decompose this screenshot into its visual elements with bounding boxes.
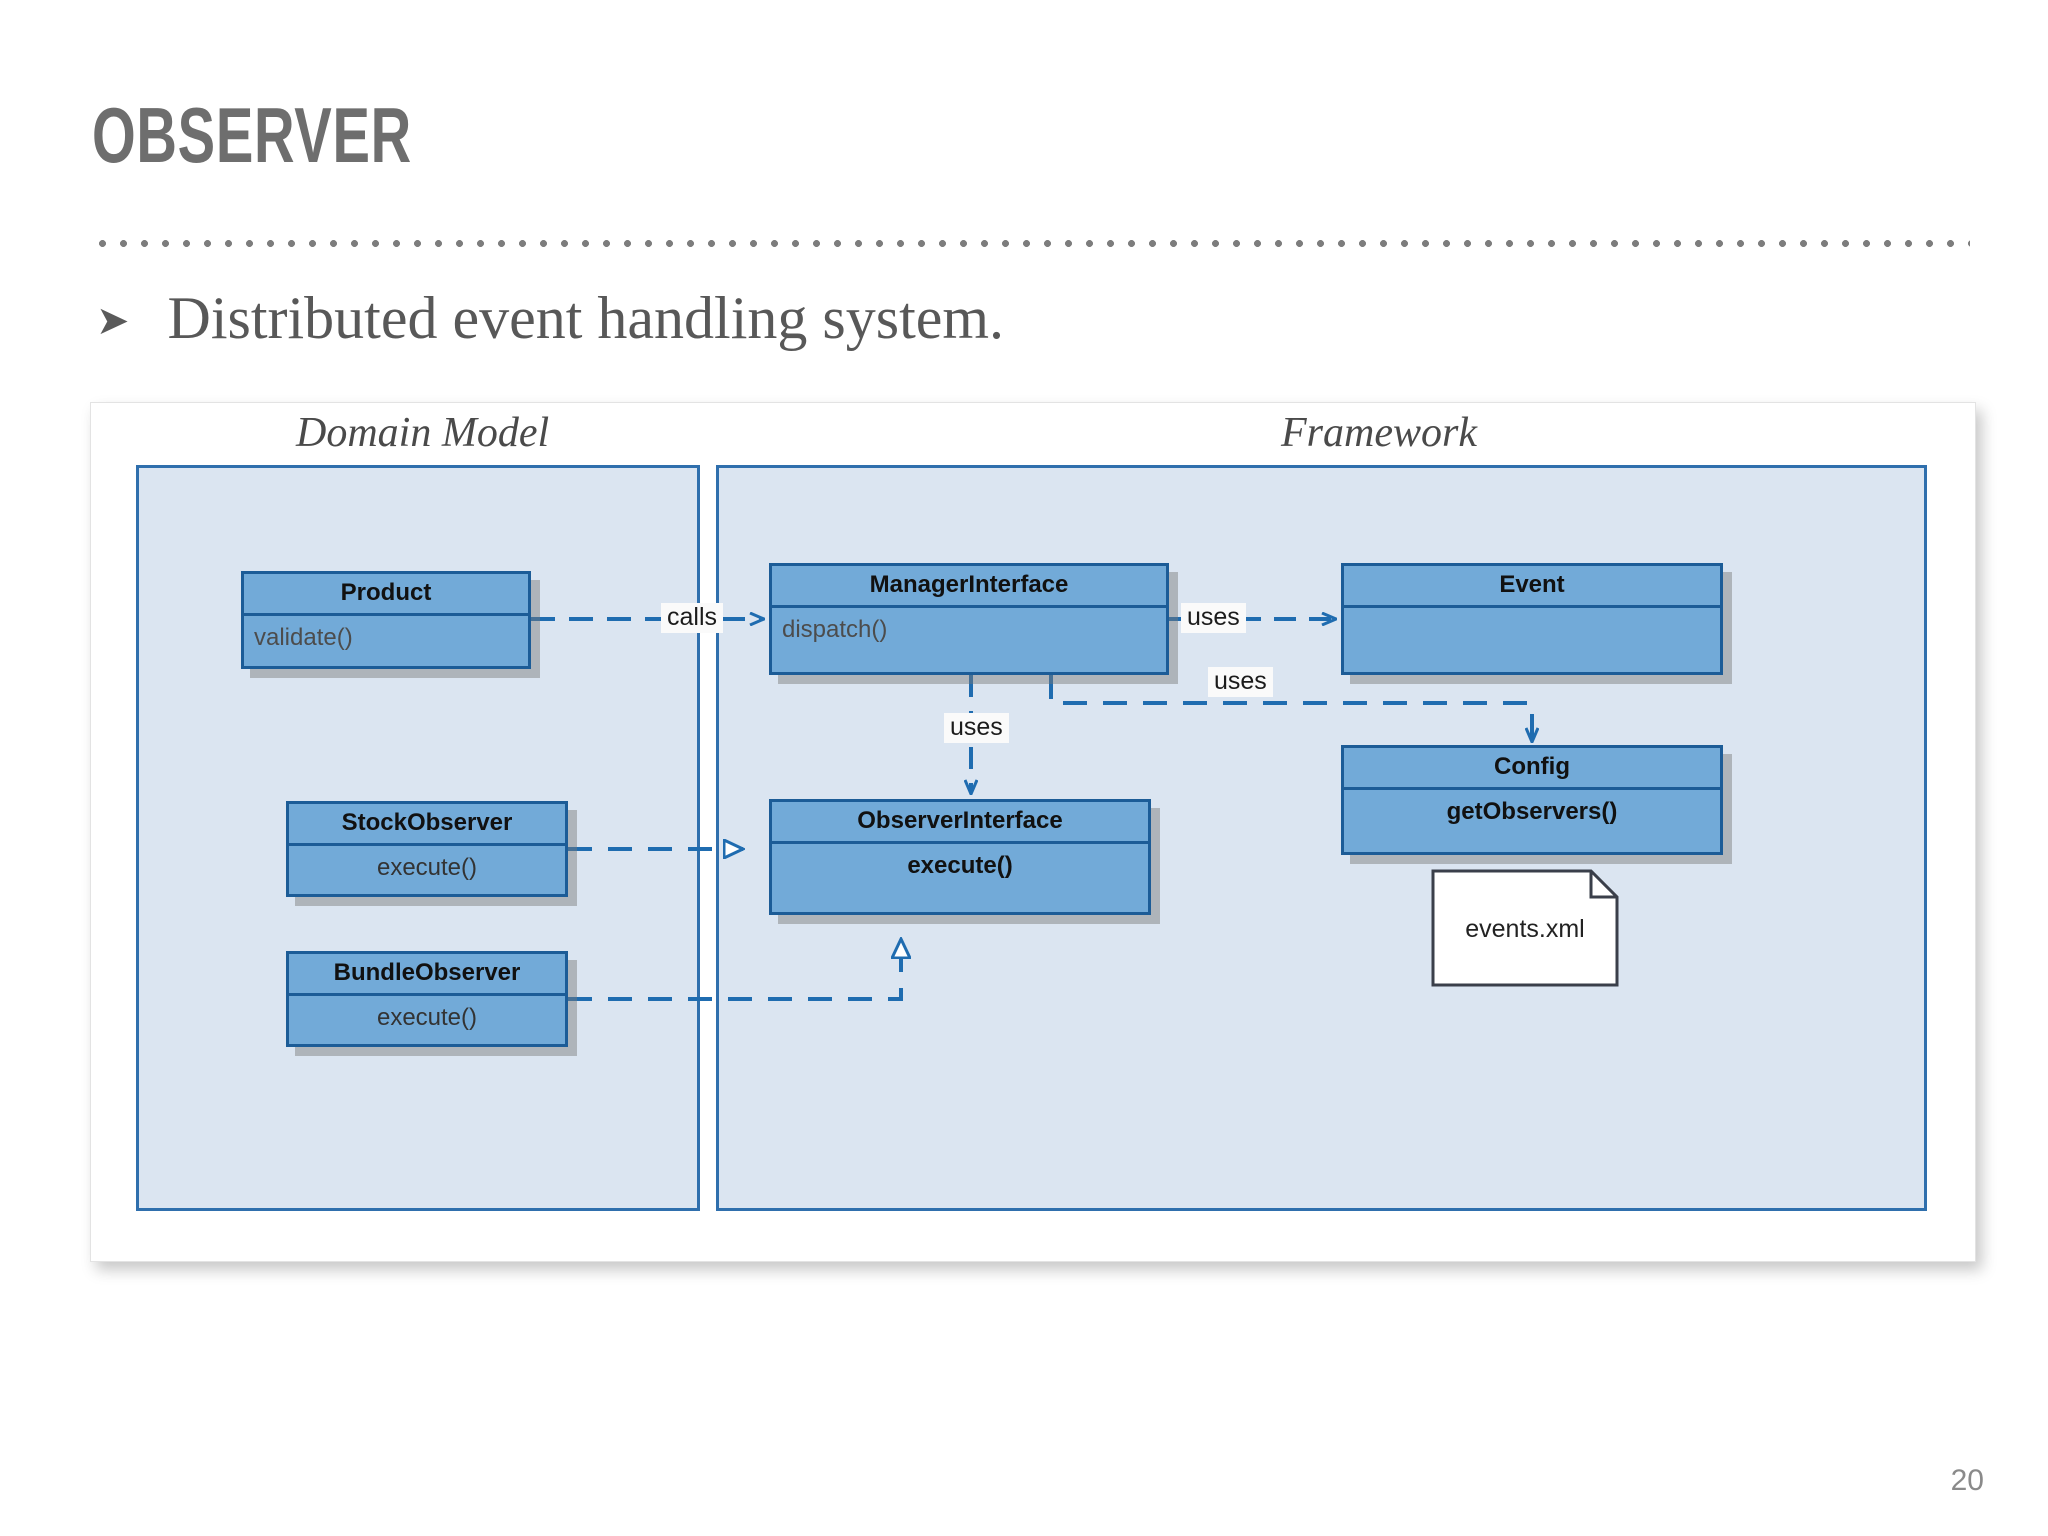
bullet-list-item: ➤ Distributed event handling system. — [96, 288, 1004, 348]
uml-class-product[interactable]: Product validate() — [241, 571, 531, 669]
uml-class-operations: execute() — [289, 996, 565, 1032]
uml-operation: execute() — [907, 852, 1013, 879]
edge-label-uses-observerinterface: uses — [944, 713, 1009, 743]
package-label-domain-model: Domain Model — [296, 410, 550, 456]
edge-label-calls: calls — [661, 603, 724, 633]
uml-class-operations — [1344, 608, 1720, 616]
uml-class-observerinterface[interactable]: ObserverInterface execute() — [769, 799, 1151, 915]
uml-class-operations: execute() — [289, 846, 565, 882]
uml-class-operations: dispatch() — [772, 608, 1166, 644]
uml-operation: execute() — [376, 1004, 478, 1031]
edge-label-uses-config: uses — [1208, 667, 1273, 697]
connector-layer: ManagerInterface --> Event --> Config (e… — [531, 403, 1975, 1001]
bullet-arrow-icon: ➤ — [96, 299, 130, 343]
uml-class-operations: validate() — [244, 616, 528, 652]
uml-class-name: StockObserver — [289, 804, 565, 846]
page-number: 20 — [1950, 1464, 1984, 1497]
edge-bundleobserver-realizes-observerinterface — [568, 939, 901, 1001]
uml-class-bundleobserver[interactable]: BundleObserver execute() — [286, 951, 568, 1047]
uml-class-event[interactable]: Event — [1341, 563, 1723, 675]
uml-class-name: ObserverInterface — [772, 802, 1148, 844]
uml-class-name: Config — [1344, 748, 1720, 790]
uml-class-operations: execute() — [772, 844, 1148, 880]
uml-class-operations: getObservers() — [1344, 790, 1720, 826]
edge-label-uses-event: uses — [1181, 603, 1246, 633]
package-label-framework: Framework — [1281, 410, 1477, 456]
page-title: OBSERVER — [92, 91, 412, 179]
uml-class-stockobserver[interactable]: StockObserver execute() — [286, 801, 568, 897]
bullet-text: Distributed event handling system. — [167, 285, 1005, 351]
uml-operation: getObservers() — [1446, 798, 1618, 825]
title-divider — [92, 240, 1970, 247]
uml-class-config[interactable]: Config getObservers() — [1341, 745, 1723, 855]
diagram-container: Domain Model Framework ManagerInterface … — [90, 402, 1976, 1262]
uml-note-events-xml[interactable]: events.xml — [1431, 869, 1619, 987]
uml-class-name: Event — [1344, 566, 1720, 608]
uml-class-name: BundleObserver — [289, 954, 565, 996]
uml-operation: execute() — [376, 854, 478, 881]
uml-class-name: Product — [244, 574, 528, 616]
edge-managerinterface-uses-config — [1049, 675, 1532, 741]
note-label: events.xml — [1465, 915, 1585, 943]
note-shape-icon — [1431, 869, 1619, 987]
uml-operation: dispatch() — [782, 616, 888, 643]
uml-class-managerinterface[interactable]: ManagerInterface dispatch() — [769, 563, 1169, 675]
uml-operation: validate() — [254, 624, 353, 651]
uml-class-name: ManagerInterface — [772, 566, 1166, 608]
